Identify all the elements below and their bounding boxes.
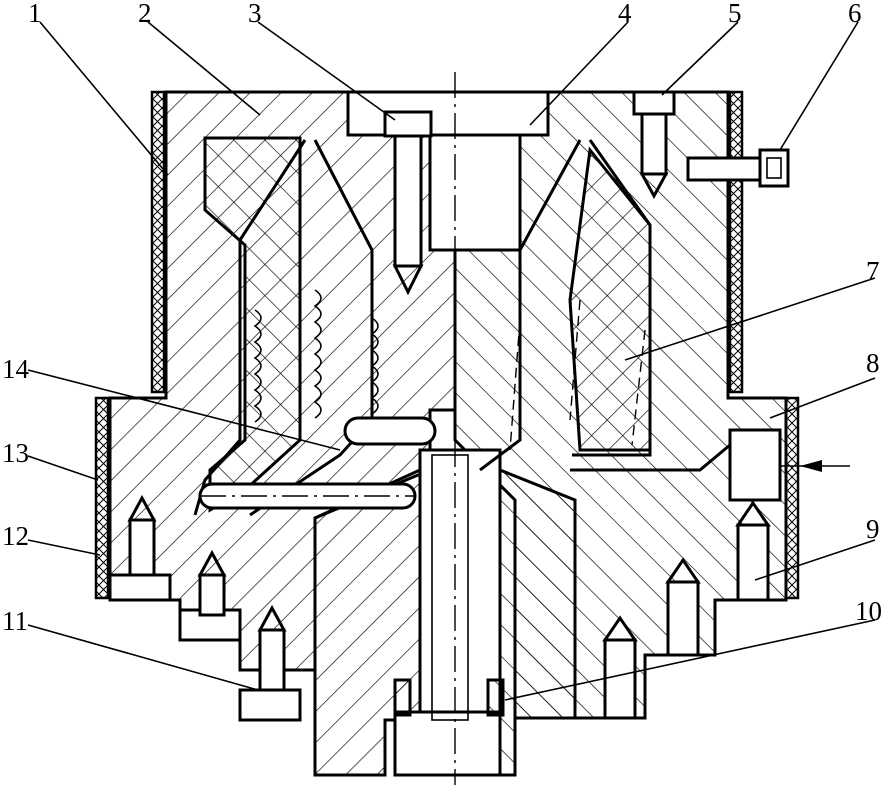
feed-channel — [570, 443, 731, 472]
bolt-right-2 — [665, 557, 701, 657]
label-12: 12 — [2, 521, 29, 551]
melt-channel-right-inner — [572, 139, 652, 457]
bolt-top-center — [383, 110, 433, 296]
spiral-groove-2 — [313, 289, 322, 419]
label-9: 9 — [866, 514, 880, 544]
label-1: 1 — [28, 0, 42, 28]
label-11: 11 — [2, 606, 28, 636]
bolt-left-1 — [108, 494, 172, 602]
top-recess — [346, 90, 550, 137]
bolt-left-3 — [238, 604, 302, 722]
label-14: 14 — [2, 354, 30, 384]
label-6: 6 — [848, 0, 862, 28]
inlet-flange — [728, 428, 850, 502]
die-tip-right — [498, 467, 577, 777]
label-5: 5 — [728, 0, 742, 28]
spiral-groove-1 — [253, 309, 262, 423]
bolt-left-2 — [178, 549, 242, 642]
label-7: 7 — [866, 256, 880, 286]
ring-insert — [393, 678, 412, 717]
spiral-groove-3 — [370, 317, 379, 415]
bolt-top-right — [632, 90, 676, 200]
bolt-right-3 — [602, 615, 638, 720]
bolt-right-1 — [735, 500, 771, 602]
heater-band-upper-left — [150, 90, 166, 394]
label-2: 2 — [138, 0, 152, 28]
ring-insert-right — [486, 678, 505, 717]
thermocouple — [686, 148, 790, 188]
label-10: 10 — [855, 596, 882, 626]
leader-lines — [27, 21, 876, 701]
bottom-socket — [393, 710, 502, 777]
label-8: 8 — [866, 348, 880, 378]
melt-channel-right — [479, 139, 582, 472]
hidden-line-1 — [509, 319, 521, 451]
label-13: 13 — [2, 438, 29, 468]
hidden-line-3 — [631, 329, 646, 446]
heater-band-lower-left — [94, 396, 110, 600]
label-3: 3 — [248, 0, 262, 28]
hidden-line-2 — [569, 299, 581, 421]
part-labels: 1 2 3 4 5 6 7 8 9 10 11 12 13 14 — [2, 0, 882, 636]
heater-band-upper-right — [728, 90, 744, 394]
inner-tube — [431, 454, 469, 721]
central-bore — [418, 448, 502, 722]
upper-transverse-bore — [343, 416, 437, 446]
label-4: 4 — [618, 0, 632, 28]
